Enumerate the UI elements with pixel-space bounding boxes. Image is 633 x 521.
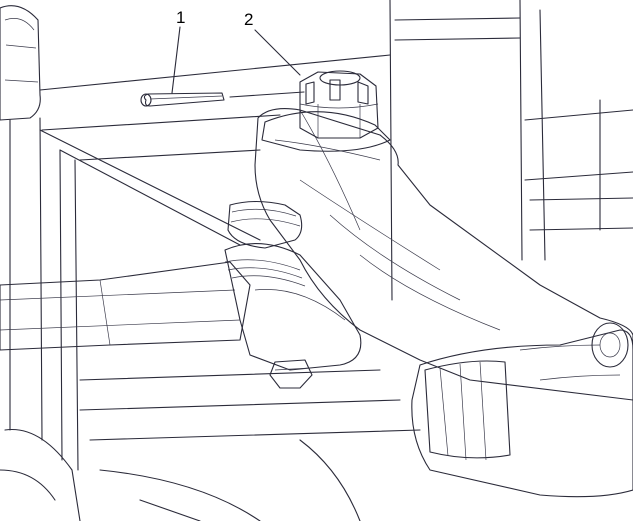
callout-leaders <box>171 26 305 98</box>
lower-stud <box>269 359 313 389</box>
rubber-boot <box>227 200 303 249</box>
cotter-pin <box>140 92 225 107</box>
steering-arm <box>254 108 633 498</box>
tie-rod <box>0 261 251 351</box>
leader-line-2 <box>254 29 301 76</box>
leader-line-1 <box>171 26 181 94</box>
tie-rod-end-housing <box>224 243 362 371</box>
ball-stud-top <box>261 111 391 152</box>
castle-nut <box>299 70 379 139</box>
leader-line-pin-to-nut <box>229 91 305 98</box>
callout-label-1: 1 <box>176 8 185 27</box>
callout-label-2: 2 <box>244 10 253 29</box>
